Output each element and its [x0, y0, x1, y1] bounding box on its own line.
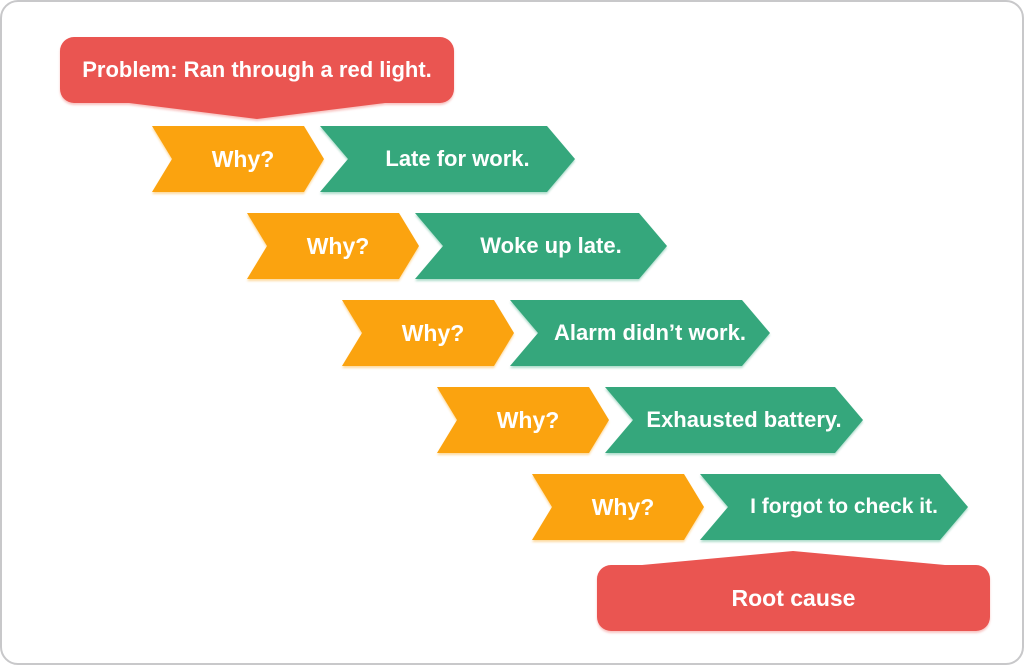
- answer-chevron-shape: [415, 213, 667, 279]
- root-cause-callout-shape: [597, 551, 990, 631]
- why-chevron-shape: [342, 300, 514, 366]
- answer-label: I forgot to check it.: [750, 495, 938, 518]
- why-label: Why?: [211, 145, 275, 172]
- why-arrow: Why?: [437, 387, 609, 453]
- why-chevron-shape: [152, 126, 324, 192]
- answer-chevron-shape: [605, 387, 863, 453]
- answer-label: Exhausted battery.: [646, 407, 842, 432]
- why-chevron-shape: [437, 387, 609, 453]
- root-cause-label: Root cause: [731, 584, 856, 611]
- why-label: Why?: [496, 406, 560, 433]
- answer-arrow: Woke up late.: [415, 213, 667, 279]
- answer-chevron-shape: [320, 126, 575, 192]
- problem-label: Problem: Ran through a red light.: [82, 57, 432, 82]
- answer-label: Alarm didn’t work.: [554, 320, 746, 345]
- answer-chevron-shape: [700, 474, 968, 540]
- answer-label: Late for work.: [385, 146, 530, 171]
- answer-arrow: Late for work.: [320, 126, 575, 192]
- problem-callout-shape: [60, 37, 454, 119]
- why-arrow: Why?: [247, 213, 419, 279]
- why-arrow: Why?: [152, 126, 324, 192]
- why-arrow: Why?: [532, 474, 704, 540]
- why-arrow: Why?: [342, 300, 514, 366]
- root-cause-box: Root cause: [597, 551, 990, 631]
- why-chevron-shape: [532, 474, 704, 540]
- answer-arrow: I forgot to check it.: [700, 474, 968, 540]
- answer-chevron-shape: [510, 300, 770, 366]
- why-label: Why?: [306, 232, 370, 259]
- answer-arrow: Alarm didn’t work.: [510, 300, 770, 366]
- why-chevron-shape: [247, 213, 419, 279]
- why-label: Why?: [591, 493, 655, 520]
- answer-arrow: Exhausted battery.: [605, 387, 863, 453]
- answer-label: Woke up late.: [480, 233, 622, 258]
- problem-box: Problem: Ran through a red light.: [60, 37, 454, 119]
- why-label: Why?: [401, 319, 465, 346]
